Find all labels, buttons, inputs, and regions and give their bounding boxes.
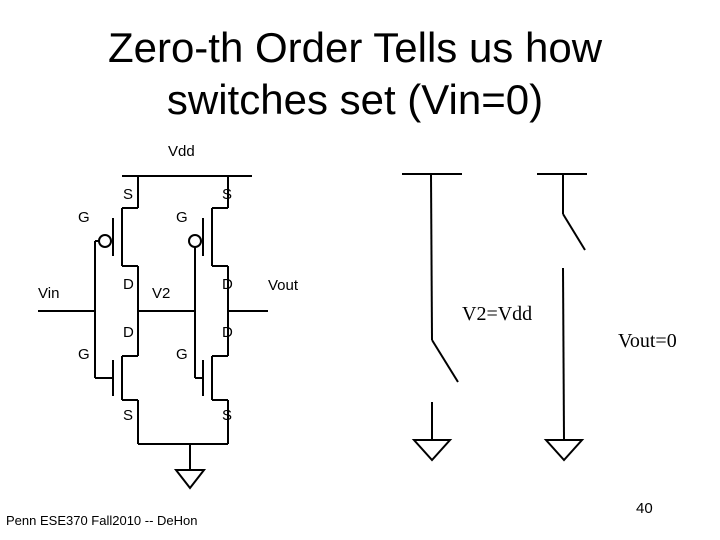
vdd-label: Vdd xyxy=(168,143,195,160)
nmos1-gate-label: G xyxy=(78,346,90,363)
pmos2-source-label: S xyxy=(222,186,232,203)
switch-left-bottom-open xyxy=(431,339,459,383)
nmos2-source-label: S xyxy=(222,407,232,424)
pmos2-gate-bubble xyxy=(188,234,202,248)
nmos1-drain-label: D xyxy=(123,324,134,341)
pmos1-gate-bubble xyxy=(98,234,112,248)
pmos2-gate-label: G xyxy=(176,209,188,226)
vout-label: Vout xyxy=(268,277,299,294)
pmos1-source-label: S xyxy=(123,186,133,203)
pmos1-drain-label: D xyxy=(123,276,134,293)
v2-label: V2 xyxy=(152,285,170,302)
switch-left-ground xyxy=(411,439,453,462)
vin-label: Vin xyxy=(38,285,59,302)
pmos1-gate-label: G xyxy=(78,209,90,226)
footer-text: Penn ESE370 Fall2010 -- DeHon xyxy=(6,513,198,528)
title-line-1: Zero-th Order Tells us how xyxy=(107,24,603,71)
nmos1-source-label: S xyxy=(123,407,133,424)
switch-right-top-open xyxy=(562,213,586,251)
nmos2-gate-label: G xyxy=(176,346,188,363)
slide-title: Zero-th Order Tells us how switches set … xyxy=(0,22,710,126)
title-line-2: switches set (Vin=0) xyxy=(166,76,544,123)
switch-v2-label: V2=Vdd xyxy=(462,303,532,325)
ground-symbol xyxy=(173,469,207,490)
switch-vout-label: Vout=0 xyxy=(618,330,677,352)
switch-right-ground xyxy=(543,439,585,462)
page-number: 40 xyxy=(636,500,653,517)
nmos2-drain-label: D xyxy=(222,324,233,341)
pmos2-drain-label: D xyxy=(222,276,233,293)
